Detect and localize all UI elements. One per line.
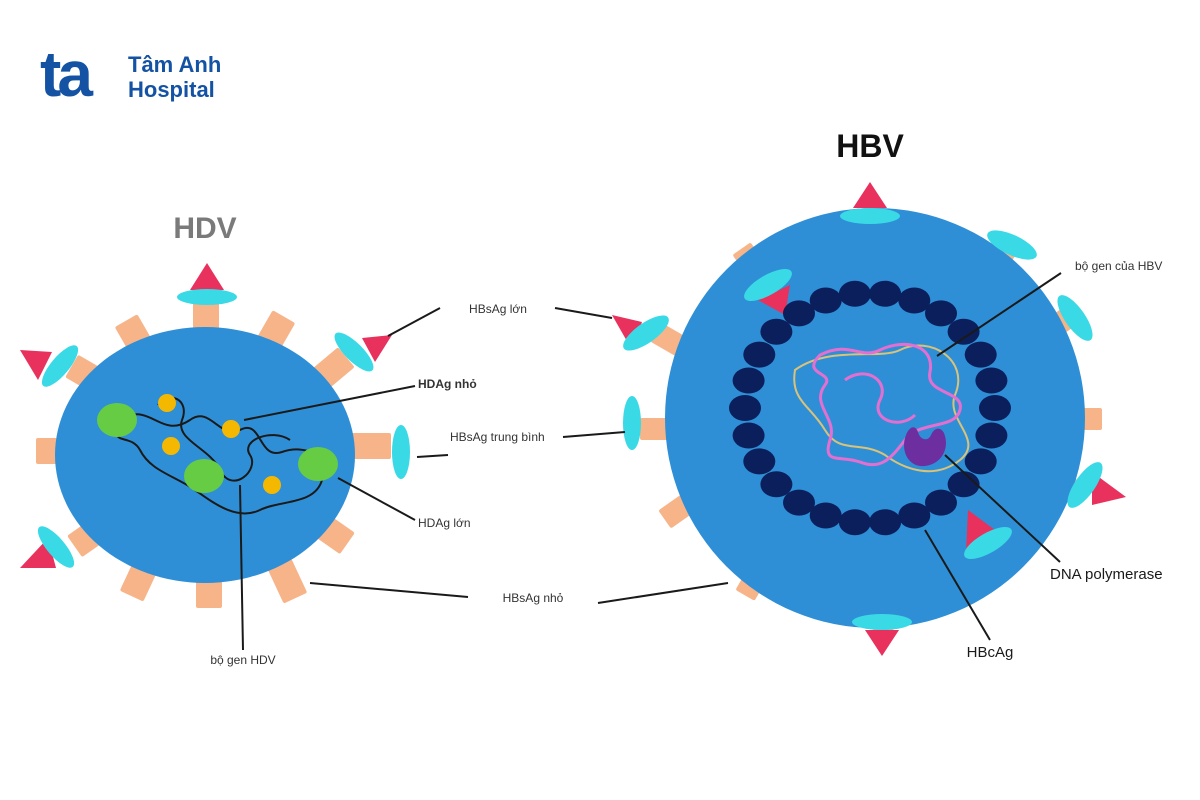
- logo-line-1: Tâm Anh: [128, 52, 222, 77]
- capsid-subunit: [783, 300, 815, 327]
- capsid-subunit: [760, 471, 793, 498]
- label-bo-gen-hbv: bộ gen của HBV: [1075, 259, 1162, 273]
- capsid-subunit: [809, 502, 842, 529]
- logo-line-2: Hospital: [128, 77, 215, 102]
- capsid-subunit: [964, 448, 997, 475]
- label-hbcag: HBcAg: [967, 644, 1014, 661]
- hdv-large-antigen-bottom-left: [20, 526, 75, 568]
- hdv-medium-antigen-right: [392, 425, 410, 479]
- capsid-subunit: [743, 341, 776, 368]
- capsid-subunit: [732, 367, 765, 394]
- hospital-logo: ta Tâm Anh Hospital: [40, 42, 260, 114]
- hbv-antigen-upper-left-inner: [744, 268, 792, 315]
- leader-lines: [239, 272, 1062, 651]
- capsid-subunit: [869, 509, 902, 536]
- capsid-subunit: [964, 341, 997, 368]
- hbv-antigen-bottom: [852, 614, 912, 656]
- capsid-subunit: [838, 509, 871, 536]
- hbv-antigen-top: [840, 182, 900, 224]
- hdv-large-antigen-top: [177, 263, 237, 305]
- hbv-virion: [612, 182, 1126, 656]
- capsid-subunit: [809, 287, 842, 314]
- label-bo-gen-hdv: bộ gen HDV: [210, 653, 275, 667]
- hbv-antigen-left-middle: [623, 396, 641, 450]
- capsid-subunit: [947, 318, 980, 345]
- label-hdag-lon: HDAg lớn: [418, 516, 471, 530]
- label-hbsag-trung-binh: HBsAg trung bình: [450, 430, 545, 444]
- capsid-subunit: [729, 395, 761, 421]
- label-hdag-nho: HDAg nhỏ: [418, 377, 477, 391]
- hdv-hdag-small: [158, 394, 281, 494]
- hbv-genome-pink-loop: [844, 372, 917, 424]
- capsid-subunit: [925, 300, 957, 327]
- hbv-antigen-right-upper: [1057, 295, 1093, 341]
- capsid-subunit: [760, 318, 793, 345]
- hbv-antigen-right-lower: [1067, 462, 1126, 508]
- hbv-title: HBV: [836, 128, 904, 164]
- hbv-envelope: [665, 208, 1085, 628]
- capsid-subunit: [975, 422, 1008, 449]
- capsid-subunit: [947, 471, 980, 498]
- capsid-subunit: [732, 422, 765, 449]
- capsid-subunit: [869, 280, 902, 307]
- hdv-large-antigen-right: [334, 332, 392, 372]
- hbv-antigen-top-right: [987, 230, 1037, 260]
- logo-mark: ta: [40, 38, 93, 110]
- capsid-subunit: [979, 395, 1011, 421]
- capsid-subunit: [743, 448, 776, 475]
- capsid-subunit: [925, 489, 957, 516]
- hdv-title: HDV: [173, 212, 236, 245]
- hbv-dna-polymerase: [904, 427, 946, 467]
- hdv-envelope: [55, 327, 355, 583]
- label-dna-polymerase: DNA polymerase: [1050, 566, 1163, 583]
- capsid-subunit: [838, 280, 871, 307]
- hbv-genome-tan: [793, 344, 970, 473]
- capsid-subunit: [783, 489, 815, 516]
- hbv-antigen-bottom-right: [964, 510, 1012, 560]
- hbv-capsid: [729, 280, 1011, 536]
- hdv-hdag-large: [97, 403, 338, 493]
- capsid-subunit: [975, 367, 1008, 394]
- logo-text: Tâm Anh Hospital: [128, 52, 221, 102]
- label-hbsag-lon: HBsAg lớn: [469, 302, 527, 316]
- hbv-antigen-left-upper: [612, 315, 669, 351]
- hdv-virion: [20, 263, 410, 608]
- hdv-large-antigen-left: [20, 345, 79, 387]
- capsid-subunit: [898, 287, 931, 314]
- capsid-subunit: [898, 502, 931, 529]
- label-hbsag-nho: HBsAg nhỏ: [503, 591, 564, 605]
